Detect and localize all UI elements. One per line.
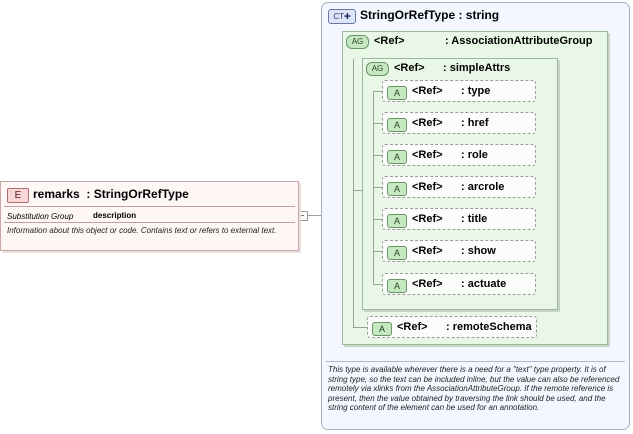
complex-type-badge: CT✚ xyxy=(328,9,356,24)
connector-line xyxy=(353,59,354,327)
divider xyxy=(4,222,295,223)
attribute-actuate[interactable]: A <Ref> : actuate xyxy=(382,273,536,295)
divider xyxy=(4,206,295,207)
attribute-badge: A xyxy=(387,86,407,100)
connector-line xyxy=(353,327,367,328)
connector-line xyxy=(373,123,382,124)
attribute-group-name: : AssociationAttributeGroup xyxy=(445,35,593,47)
complex-type-stringorreftype[interactable]: CT✚ StringOrRefType : string AG <Ref> : … xyxy=(321,2,630,430)
attribute-ref: <Ref> xyxy=(412,245,443,257)
attribute-ref: <Ref> xyxy=(412,181,443,193)
element-name: remarks : StringOrRefType xyxy=(33,187,189,201)
attribute-href[interactable]: A <Ref> : href xyxy=(382,112,536,134)
attribute-name: : arcrole xyxy=(461,181,505,193)
attribute-ref: <Ref> xyxy=(412,117,443,129)
attribute-badge: A xyxy=(387,150,407,164)
element-documentation: Information about this object or code. C… xyxy=(7,226,277,235)
attribute-name: : title xyxy=(461,213,488,225)
connector-line xyxy=(306,215,321,216)
connector-line xyxy=(373,219,382,220)
attribute-badge: A xyxy=(387,118,407,132)
collapse-toggle-icon[interactable] xyxy=(298,211,308,221)
attribute-name: : role xyxy=(461,149,488,161)
divider xyxy=(326,361,625,362)
attribute-badge: A xyxy=(387,246,407,260)
attribute-group-simpleattrs[interactable]: AG <Ref> : simpleAttrs A <Ref> : type A … xyxy=(362,58,558,310)
attribute-ref: <Ref> xyxy=(412,149,443,161)
attribute-role[interactable]: A <Ref> : role xyxy=(382,144,536,166)
attribute-badge: A xyxy=(387,279,407,293)
attribute-name: : show xyxy=(461,245,496,257)
substitution-group-label: Substitution Group xyxy=(7,212,74,221)
attribute-remoteschema[interactable]: A <Ref> : remoteSchema xyxy=(367,316,537,338)
attribute-name: : href xyxy=(461,117,489,129)
connector-line xyxy=(353,190,362,191)
attribute-group-ref: <Ref> xyxy=(374,35,405,47)
attribute-ref: <Ref> xyxy=(412,85,443,97)
attribute-ref: <Ref> xyxy=(397,321,428,333)
attribute-name: : remoteSchema xyxy=(446,321,532,333)
complex-type-documentation: This type is available wherever there is… xyxy=(328,365,620,413)
connector-line xyxy=(373,91,382,92)
attribute-group-name: : simpleAttrs xyxy=(443,62,511,74)
connector-line xyxy=(373,91,374,285)
attribute-show[interactable]: A <Ref> : show xyxy=(382,240,536,262)
connector-line xyxy=(373,187,382,188)
attribute-badge: A xyxy=(372,322,392,336)
attribute-badge: A xyxy=(387,214,407,228)
attribute-group-ref: <Ref> xyxy=(394,62,425,74)
connector-line xyxy=(373,155,382,156)
complex-type-title: StringOrRefType : string xyxy=(360,8,500,22)
connector-line xyxy=(373,284,382,285)
attribute-name: : type xyxy=(461,85,491,97)
connector-line xyxy=(373,251,382,252)
element-remarks[interactable]: E remarks : StringOrRefType Substitution… xyxy=(0,181,299,251)
attribute-title[interactable]: A <Ref> : title xyxy=(382,208,536,230)
attribute-name: : actuate xyxy=(461,278,507,290)
attribute-group-association[interactable]: AG <Ref> : AssociationAttributeGroup AG … xyxy=(342,31,608,345)
attribute-badge: A xyxy=(387,182,407,196)
attribute-ref: <Ref> xyxy=(412,278,443,290)
attribute-ref: <Ref> xyxy=(412,213,443,225)
element-badge: E xyxy=(7,188,29,203)
attribute-type[interactable]: A <Ref> : type xyxy=(382,80,536,102)
attribute-group-badge: AG xyxy=(346,35,369,49)
substitution-group-value: description xyxy=(93,211,137,220)
attribute-arcrole[interactable]: A <Ref> : arcrole xyxy=(382,176,536,198)
attribute-group-badge: AG xyxy=(366,62,389,76)
